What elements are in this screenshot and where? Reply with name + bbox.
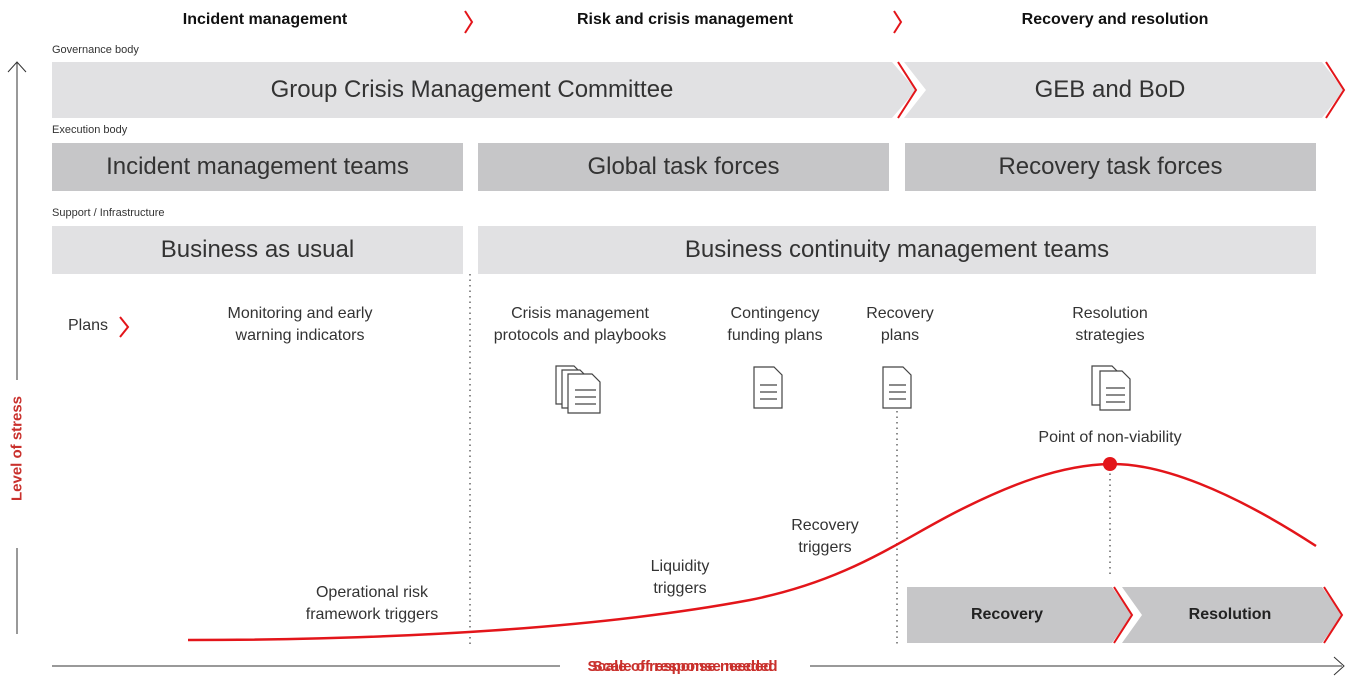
resolution-stage-label: Resolution xyxy=(1188,606,1272,623)
plan-contingency-line1: Contingency xyxy=(730,305,820,322)
plan-resolution: Resolution strategies xyxy=(1050,303,1170,347)
plan-resolution-line2: strategies xyxy=(1075,327,1145,344)
execution-body-label: Execution body xyxy=(52,124,128,136)
recovery-stage-shape xyxy=(907,587,1132,643)
plan-recovery: Recovery plans xyxy=(845,303,955,347)
resolution-stage-shape xyxy=(1122,587,1342,643)
document-icon xyxy=(882,366,912,409)
plan-recovery-line2: plans xyxy=(880,327,920,344)
phase-chevron-2-icon xyxy=(893,10,903,34)
recovery-task-forces-bar: Recovery task forces xyxy=(905,143,1316,191)
trigger-liquidity-line2: triggers xyxy=(653,580,707,597)
phase-risk-crisis-management: Risk and crisis management xyxy=(576,11,794,28)
plan-crisis-protocols: Crisis management protocols and playbook… xyxy=(475,303,685,347)
x-axis-label: Scale of response needed xyxy=(560,658,800,675)
plan-contingency-funding: Contingency funding plans xyxy=(705,303,845,347)
trigger-recovery-line1: Recovery xyxy=(791,517,859,534)
plan-monitoring: Monitoring and early warning indicators xyxy=(190,303,410,347)
trigger-operational-line1: Operational risk xyxy=(315,584,429,601)
document-icon xyxy=(753,366,783,409)
point-of-non-viability-label: Point of non-viability xyxy=(1038,429,1182,446)
plan-recovery-line1: Recovery xyxy=(866,305,934,322)
incident-management-teams-bar: Incident management teams xyxy=(52,143,463,191)
y-axis-arrow-icon xyxy=(7,61,27,73)
governance-chevron-2 xyxy=(1325,61,1346,119)
stage-chevron-2 xyxy=(1323,586,1344,644)
geb-bod-text: GEB and BoD xyxy=(1034,76,1186,103)
trigger-liquidity: Liquidity triggers xyxy=(630,556,730,600)
phase-recovery-resolution: Recovery and resolution xyxy=(1021,11,1209,28)
point-of-non-viability-marker xyxy=(1103,457,1117,471)
trigger-recovery: Recovery triggers xyxy=(775,515,875,559)
plan-contingency-line2: funding plans xyxy=(727,327,823,344)
business-as-usual-bar: Business as usual xyxy=(52,226,463,274)
plan-resolution-line1: Resolution xyxy=(1072,305,1148,322)
stage-chevron-1 xyxy=(1113,586,1134,644)
stacked-documents-icon xyxy=(555,365,601,414)
trigger-operational-risk: Operational risk framework triggers xyxy=(282,582,462,626)
group-crisis-committee-shape xyxy=(52,62,916,118)
phase-incident-management: Incident management xyxy=(182,11,348,28)
phase-chevron-1-icon xyxy=(464,10,474,34)
governance-chevron-1 xyxy=(897,61,918,119)
x-axis-label-text: Scale of response needed xyxy=(592,658,778,675)
plan-crisis-protocols-line1: Crisis management xyxy=(511,305,649,322)
geb-bod-shape xyxy=(904,62,1344,118)
trigger-liquidity-line1: Liquidity xyxy=(650,558,710,575)
support-infrastructure-label: Support / Infrastructure xyxy=(52,207,165,219)
plan-monitoring-line2: warning indicators xyxy=(235,327,365,344)
trigger-operational-line2: framework triggers xyxy=(305,606,439,623)
plan-monitoring-line1: Monitoring and early xyxy=(227,305,373,322)
trigger-recovery-line2: triggers xyxy=(798,539,852,556)
group-crisis-committee-text: Group Crisis Management Committee xyxy=(270,76,674,103)
global-task-forces-bar: Global task forces xyxy=(478,143,889,191)
governance-body-label: Governance body xyxy=(52,44,139,56)
plan-crisis-protocols-line2: protocols and playbooks xyxy=(493,327,667,344)
plans-label: Plans xyxy=(68,317,109,334)
recovery-stage-label: Recovery xyxy=(970,606,1044,623)
double-document-icon xyxy=(1091,365,1131,411)
plans-chevron-icon xyxy=(119,316,130,338)
x-axis-arrow-icon xyxy=(1333,656,1345,676)
business-continuity-teams-bar: Business continuity management teams xyxy=(478,226,1316,274)
stress-curve xyxy=(187,462,1317,642)
